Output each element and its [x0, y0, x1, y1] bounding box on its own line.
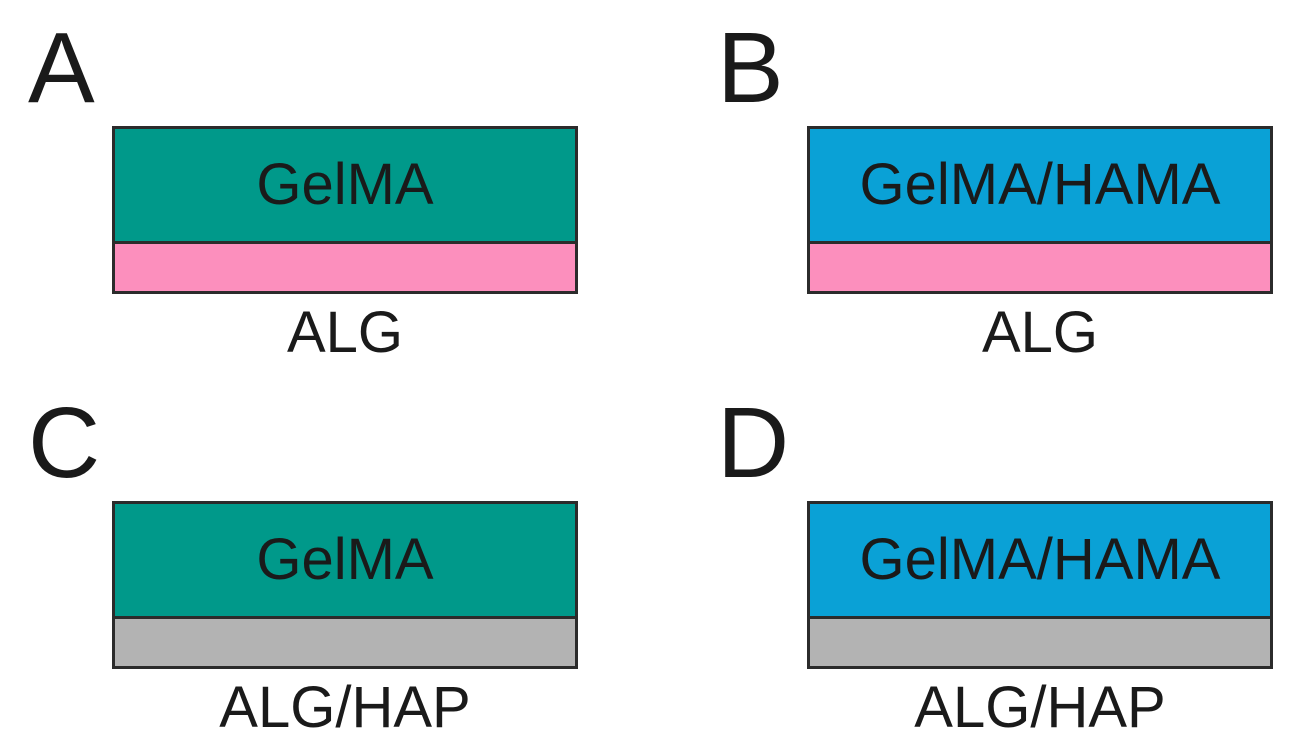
bilayer-stack: GelMA/HAMA: [807, 501, 1273, 669]
top-layer: GelMA/HAMA: [810, 504, 1270, 616]
bilayer-stack: GelMA: [112, 501, 578, 669]
panel-c: C GelMA ALG/HAP: [0, 375, 640, 740]
bottom-layer: [115, 616, 575, 666]
bottom-layer: [115, 241, 575, 291]
panel-a: A GelMA ALG: [0, 0, 640, 365]
base-layer-label: ALG: [286, 300, 404, 365]
bilayer-stack: GelMA: [112, 126, 578, 294]
base-layer-label: ALG/HAP: [219, 675, 471, 740]
base-layer-label: ALG: [981, 300, 1099, 365]
panel-letter: C: [28, 387, 101, 499]
panel-letter: B: [717, 12, 784, 124]
bottom-layer: [810, 616, 1270, 666]
panel-d: D GelMA/HAMA ALG/HAP: [695, 375, 1303, 740]
panel-letter: A: [28, 12, 95, 124]
base-layer-label: ALG/HAP: [914, 675, 1166, 740]
top-layer: GelMA: [115, 504, 575, 616]
bilayer-stack: GelMA/HAMA: [807, 126, 1273, 294]
panel-b: B GelMA/HAMA ALG: [695, 0, 1303, 365]
bottom-layer: [810, 241, 1270, 291]
top-layer: GelMA: [115, 129, 575, 241]
top-layer: GelMA/HAMA: [810, 129, 1270, 241]
panel-letter: D: [717, 387, 790, 499]
